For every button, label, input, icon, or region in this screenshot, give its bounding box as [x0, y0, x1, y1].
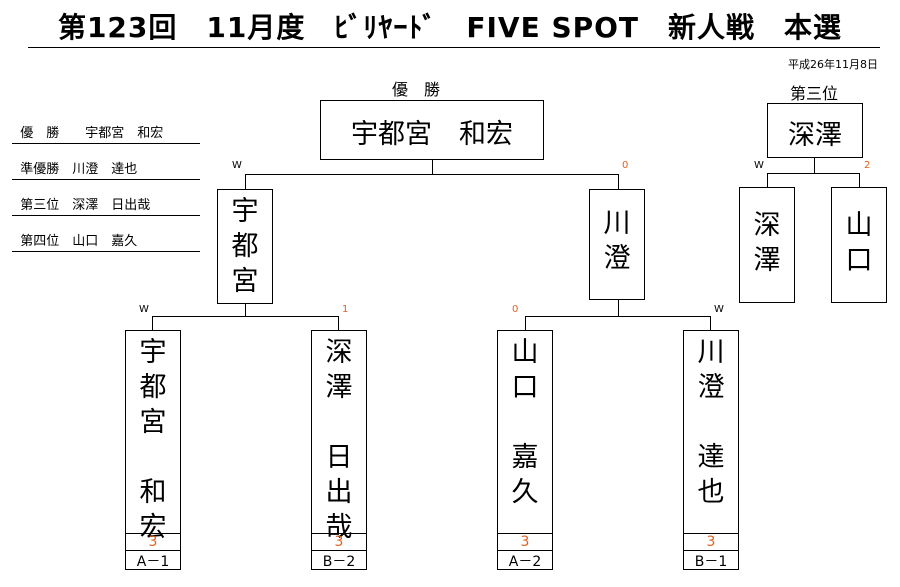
summary-rank: 第三位	[20, 198, 60, 213]
bracket-line	[432, 160, 433, 174]
player-name: 深 澤 日 出 哉	[325, 337, 353, 543]
summary-rank: 第四位	[20, 234, 60, 249]
bracket-line	[710, 316, 711, 331]
third-right-name: 山 口	[845, 210, 873, 276]
summary-name: 山口 嘉久	[72, 234, 138, 249]
title-divider	[28, 47, 880, 48]
player-name: 山 口 嘉 久	[511, 337, 539, 508]
player-seed: B－1	[683, 550, 739, 570]
third-right-box: 山 口	[831, 187, 887, 303]
third-place-box: 深澤	[767, 103, 863, 158]
third-left-box: 深 澤	[739, 187, 795, 303]
third-right-score: 2	[864, 160, 871, 171]
player-seed: B－2	[311, 550, 367, 570]
bracket-line	[245, 174, 619, 175]
player-score: 3	[311, 533, 367, 551]
third-left-name: 深 澤	[753, 210, 781, 276]
player-box-a2: 山 口 嘉 久	[497, 330, 553, 534]
third-place-name: 深澤	[788, 120, 842, 151]
bracket-line	[859, 173, 860, 188]
final-right-box: 川 澄	[589, 189, 645, 300]
win-mark: W	[139, 304, 149, 315]
page-title: 第123回 11月度 ﾋﾞﾘﾔｰﾄﾞ FIVE SPOT 新人戦 本選	[57, 11, 843, 44]
player-box-a1: 宇 都 宮 和 宏	[125, 330, 181, 543]
player-seed: A－2	[497, 550, 553, 570]
summary-row-third: 第三位 深澤 日出哉	[12, 179, 200, 216]
event-date: 平成26年11月8日	[788, 58, 878, 71]
bracket-line	[152, 316, 339, 317]
player-box-b2: 深 澤 日 出 哉	[311, 330, 367, 543]
player-seed: A－1	[125, 550, 181, 570]
summary-name: 深澤 日出哉	[72, 198, 151, 213]
player-name: 宇 都 宮 和 宏	[139, 337, 167, 543]
bracket-line	[152, 316, 153, 331]
match-score: 0	[512, 304, 519, 315]
win-mark: W	[754, 160, 764, 171]
final-left-box: 宇 都 宮	[217, 189, 273, 304]
bracket-line	[767, 173, 768, 188]
bracket-line	[245, 304, 246, 316]
final-left-name: 宇 都 宮	[231, 196, 259, 297]
summary-rank: 優 勝	[20, 126, 60, 141]
player-score: 3	[497, 533, 553, 551]
player-score: 3	[683, 533, 739, 551]
bracket-line	[618, 300, 619, 316]
summary-row-fourth: 第四位 山口 嘉久	[12, 215, 200, 252]
player-box-b1: 川 澄 達 也	[683, 330, 739, 534]
summary-row-champion: 優 勝 宇都宮 和宏	[12, 107, 200, 144]
summary-name: 宇都宮 和宏	[85, 126, 164, 141]
bracket-line	[618, 174, 619, 190]
win-mark: W	[232, 160, 242, 171]
champion-box: 宇都宮 和宏	[320, 100, 544, 160]
bracket-line	[338, 316, 339, 331]
win-mark: W	[714, 304, 724, 315]
bracket-line	[814, 158, 815, 173]
match-score: 1	[342, 304, 349, 315]
final-right-name: 川 澄	[603, 208, 631, 274]
bracket-line	[245, 174, 246, 190]
summary-row-runner-up: 準優勝 川澄 達也	[12, 143, 200, 180]
bracket-line	[767, 173, 860, 174]
champion-label: 優 勝	[392, 80, 441, 99]
champion-name: 宇都宮 和宏	[351, 119, 513, 150]
bracket-line	[525, 316, 711, 317]
player-score: 3	[125, 533, 181, 551]
summary-rank: 準優勝	[20, 162, 60, 177]
bracket-line	[525, 316, 526, 331]
summary-name: 川澄 達也	[72, 162, 138, 177]
third-place-label: 第三位	[790, 84, 839, 103]
player-name: 川 澄 達 也	[697, 337, 725, 508]
loss-mark: 0	[622, 160, 629, 171]
